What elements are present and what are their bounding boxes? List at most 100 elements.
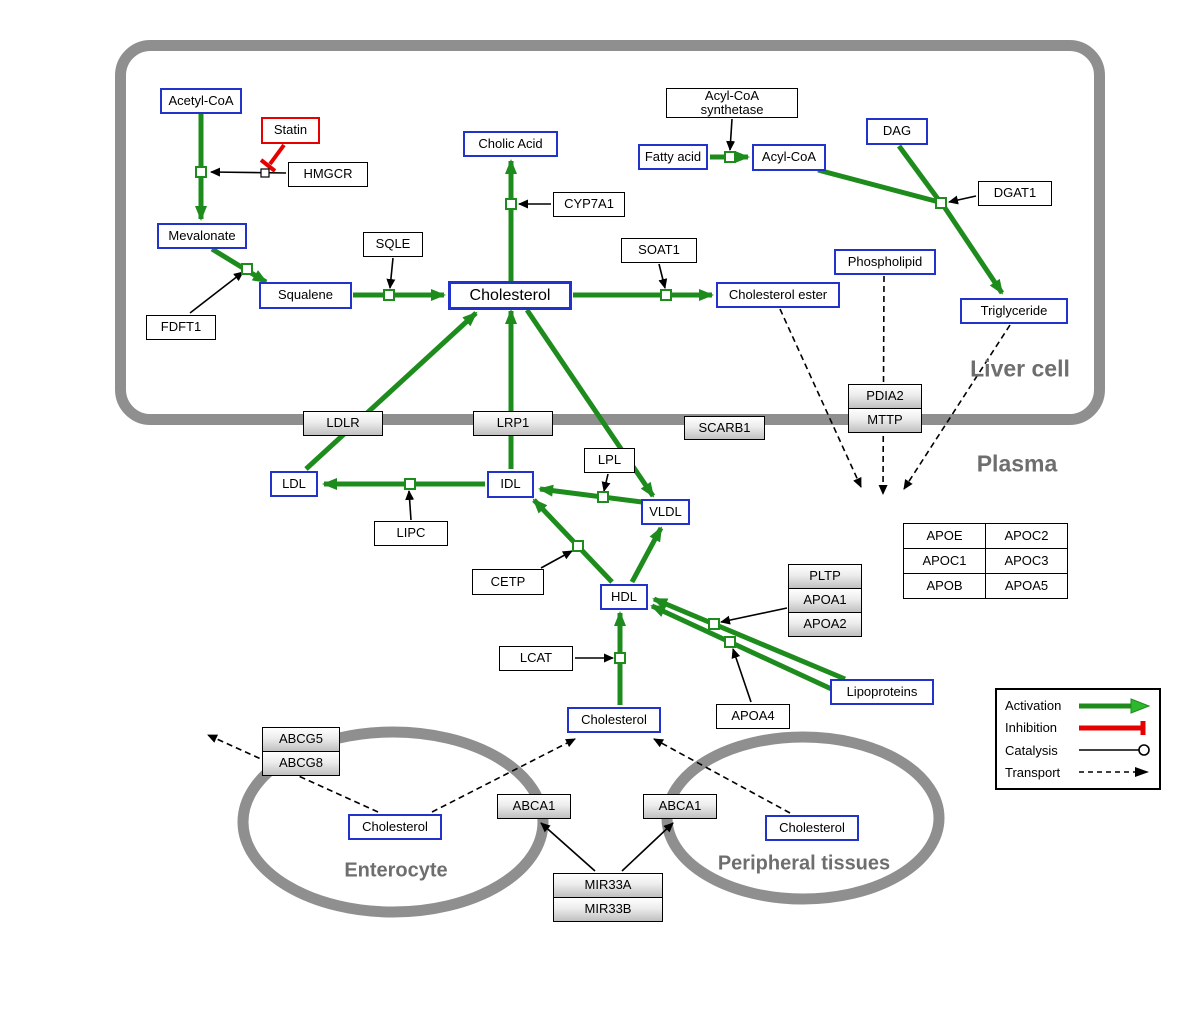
node-lipoproteins[interactable]: Lipoproteins bbox=[830, 679, 934, 705]
node-abca1-peripheral[interactable]: ABCA1 bbox=[643, 794, 717, 819]
node-lpl[interactable]: LPL bbox=[584, 448, 635, 473]
node-apoa5[interactable]: APOA5 bbox=[985, 573, 1068, 599]
edge-enterocyte-cholesterol-abca1 bbox=[431, 738, 576, 813]
node-apoc2[interactable]: APOC2 bbox=[985, 523, 1068, 549]
legend-row-catalysis: Catalysis bbox=[1005, 740, 1151, 761]
node-mevalonate[interactable]: Mevalonate bbox=[157, 223, 247, 249]
node-ldlr[interactable]: LDLR bbox=[303, 411, 383, 436]
node-sqle[interactable]: SQLE bbox=[363, 232, 423, 257]
edge-dag-reaction bbox=[896, 144, 941, 201]
edge-soat1-catalysis bbox=[658, 263, 668, 289]
edge-hdl-vldl bbox=[629, 526, 664, 584]
edge-lpl-catalysis bbox=[601, 473, 611, 492]
transport-dashed-arrow-symbol bbox=[1079, 767, 1149, 778]
node-apoa1[interactable]: APOA1 bbox=[788, 588, 862, 613]
edge-cholesterolester-secretion bbox=[779, 308, 862, 488]
edge-mevalonate-squalene bbox=[210, 246, 268, 285]
edge-lipoproteins-hdl-2 bbox=[650, 603, 840, 695]
node-apoa2[interactable]: APOA2 bbox=[788, 612, 862, 637]
inhibition-tbar-symbol bbox=[1079, 720, 1146, 735]
legend-transport-label: Transport bbox=[1005, 764, 1061, 780]
edge-reaction-triglyceride bbox=[940, 203, 1005, 295]
node-abcg8[interactable]: ABCG8 bbox=[262, 751, 340, 776]
node-acetyl-coa[interactable]: Acetyl-CoA bbox=[160, 88, 242, 114]
node-dgat1[interactable]: DGAT1 bbox=[978, 181, 1052, 206]
node-statin[interactable]: Statin bbox=[261, 117, 320, 144]
edge-cetp-catalysis bbox=[540, 550, 573, 569]
node-phospholipid[interactable]: Phospholipid bbox=[834, 249, 936, 275]
node-abca1-enterocyte[interactable]: ABCA1 bbox=[497, 794, 571, 819]
reaction-anchors bbox=[195, 151, 947, 664]
node-squalene[interactable]: Squalene bbox=[259, 282, 352, 309]
node-hdl[interactable]: HDL bbox=[600, 584, 648, 610]
peripheral-tissues-label: Peripheral tissues bbox=[717, 852, 891, 875]
node-cetp[interactable]: CETP bbox=[472, 569, 544, 595]
acs-label-line1: Acyl-CoA bbox=[704, 87, 760, 103]
node-apoc1[interactable]: APOC1 bbox=[903, 548, 986, 574]
node-apob[interactable]: APOB bbox=[903, 573, 986, 599]
node-vldl[interactable]: VLDL bbox=[641, 499, 690, 525]
legend-catalysis-label: Catalysis bbox=[1005, 742, 1058, 758]
node-cholesterol-liver[interactable]: Cholesterol bbox=[448, 281, 572, 310]
liver-cell-membrane bbox=[115, 40, 1105, 425]
edge-apoa4-catalysis bbox=[731, 648, 752, 703]
edge-mir33-abca1-left bbox=[540, 822, 596, 872]
legend-inhibition-label: Inhibition bbox=[1005, 720, 1058, 736]
node-idl[interactable]: IDL bbox=[487, 471, 534, 498]
node-apoe[interactable]: APOE bbox=[903, 523, 986, 549]
node-fdft1[interactable]: FDFT1 bbox=[146, 315, 216, 340]
node-dag[interactable]: DAG bbox=[866, 118, 928, 145]
legend-row-transport: Transport bbox=[1005, 762, 1151, 783]
node-cholesterol-plasma[interactable]: Cholesterol bbox=[567, 707, 661, 733]
liver-cell-label: Liver cell bbox=[970, 355, 1070, 382]
activation-edges bbox=[195, 114, 1005, 705]
node-abcg5[interactable]: ABCG5 bbox=[262, 727, 340, 752]
node-cyp7a1[interactable]: CYP7A1 bbox=[553, 192, 625, 217]
edge-mir33-abca1-right bbox=[621, 822, 674, 872]
edge-lipc-catalysis bbox=[405, 490, 415, 521]
node-acyl-coa-synthetase[interactable]: Acyl-CoA synthetase bbox=[666, 88, 798, 118]
edge-vldl-idl bbox=[538, 484, 643, 505]
edge-pltp-group-catalysis bbox=[720, 607, 788, 625]
inhibition-edge bbox=[259, 143, 286, 173]
edge-lipoproteins-hdl-1 bbox=[652, 596, 846, 682]
edge-phospholipid-secretion bbox=[878, 275, 888, 495]
node-scarb1[interactable]: SCARB1 bbox=[684, 416, 765, 440]
node-lcat[interactable]: LCAT bbox=[499, 646, 573, 671]
node-cholesterol-peripheral[interactable]: Cholesterol bbox=[765, 815, 859, 841]
node-ldl[interactable]: LDL bbox=[270, 471, 318, 497]
node-cholesterol-enterocyte[interactable]: Cholesterol bbox=[348, 814, 442, 840]
legend-activation-label: Activation bbox=[1005, 698, 1062, 713]
edge-acs-catalysis bbox=[726, 118, 736, 151]
legend-row-activation: Activation bbox=[1005, 695, 1151, 716]
edge-sqle-catalysis bbox=[386, 257, 396, 289]
node-mir33a[interactable]: MIR33A bbox=[553, 873, 663, 898]
activation-arrow-symbol bbox=[1079, 697, 1151, 714]
edge-acylcoa-reaction bbox=[817, 167, 940, 205]
node-hmgcr[interactable]: HMGCR bbox=[288, 162, 368, 187]
node-fatty-acid[interactable]: Fatty acid bbox=[638, 144, 708, 170]
edge-ldl-ldlr-cholesterol bbox=[304, 311, 478, 471]
node-acyl-coa[interactable]: Acyl-CoA bbox=[752, 144, 826, 171]
acs-label-line2: synthetase bbox=[700, 102, 764, 117]
node-pltp[interactable]: PLTP bbox=[788, 564, 862, 589]
node-lipc[interactable]: LIPC bbox=[374, 521, 448, 546]
node-apoc3[interactable]: APOC3 bbox=[985, 548, 1068, 574]
node-soat1[interactable]: SOAT1 bbox=[621, 238, 697, 263]
node-apoa4[interactable]: APOA4 bbox=[716, 704, 790, 729]
node-cholic-acid[interactable]: Cholic Acid bbox=[463, 131, 558, 157]
legend-box: Activation Inhibition Catalysis Transpor… bbox=[995, 688, 1161, 790]
edge-statin-inhibition bbox=[268, 143, 286, 166]
node-cholesterol-ester[interactable]: Cholesterol ester bbox=[716, 282, 840, 308]
node-triglyceride[interactable]: Triglyceride bbox=[960, 298, 1068, 324]
catalysis-anchor-square bbox=[260, 168, 270, 178]
node-lrp1[interactable]: LRP1 bbox=[473, 411, 553, 436]
node-pdia2[interactable]: PDIA2 bbox=[848, 384, 922, 409]
edge-hmgcr-catalysis bbox=[210, 167, 287, 177]
plasma-label: Plasma bbox=[976, 450, 1058, 477]
node-mir33b[interactable]: MIR33B bbox=[553, 897, 663, 922]
node-mttp[interactable]: MTTP bbox=[848, 408, 922, 433]
enterocyte-label: Enterocyte bbox=[344, 859, 448, 882]
